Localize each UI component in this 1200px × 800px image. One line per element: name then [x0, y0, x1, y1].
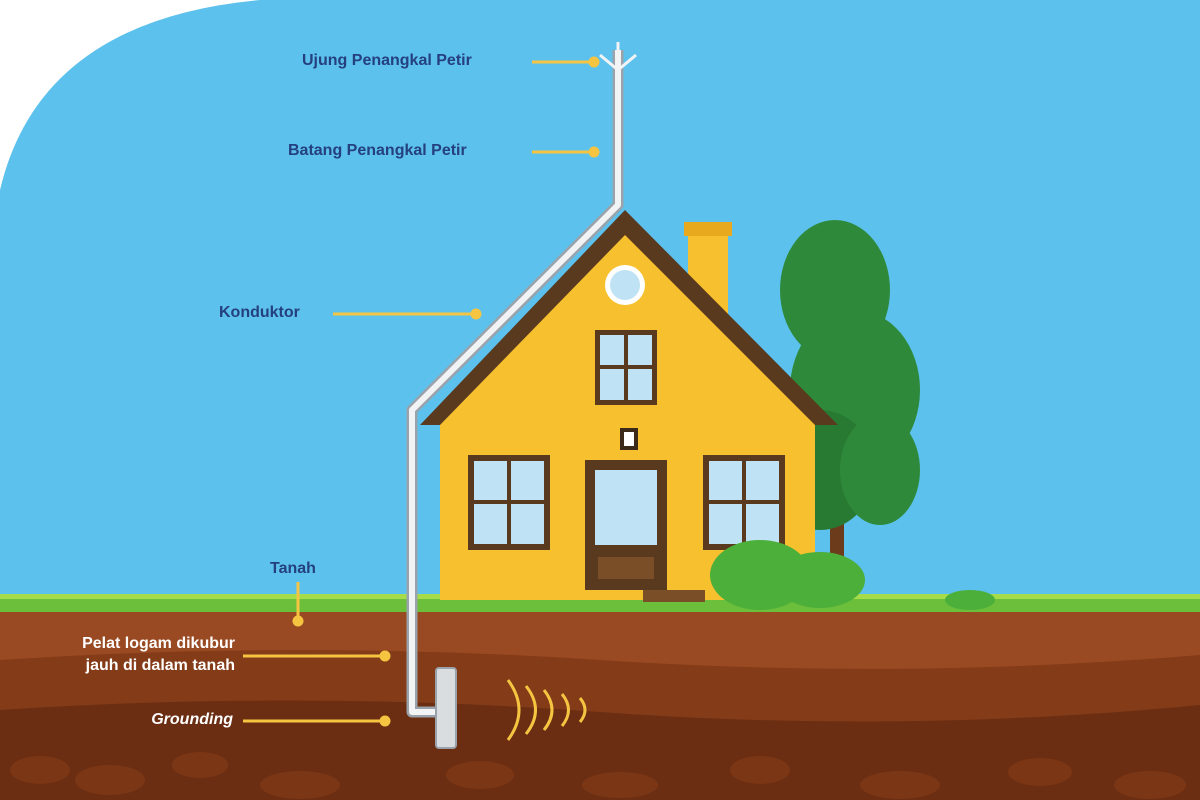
- label-conductor: Konduktor: [219, 304, 300, 321]
- label-grounding: Grounding: [151, 711, 233, 728]
- door: [585, 460, 667, 590]
- grounding-plate: [435, 667, 457, 749]
- lamp-icon: [620, 428, 638, 450]
- label-plate-line1: Pelat logam dikubur: [82, 635, 235, 652]
- label-plate-line2: jauh di dalam tanah: [85, 657, 235, 674]
- window-left: [468, 455, 550, 550]
- label-rod: Batang Penangkal Petir: [288, 142, 467, 159]
- house: [420, 210, 838, 602]
- signal-waves: [506, 679, 587, 741]
- label-plate: Pelat logam dikubur jauh di dalam tanah: [82, 633, 235, 677]
- label-tip: Ujung Penangkal Petir: [302, 52, 472, 69]
- leader-lines: [243, 56, 600, 727]
- window-top: [595, 330, 657, 405]
- rocks: [10, 752, 1186, 799]
- lightning-rod: [406, 42, 637, 718]
- label-soil: Tanah: [270, 560, 316, 577]
- window-right: [703, 455, 785, 550]
- bush: [710, 540, 995, 610]
